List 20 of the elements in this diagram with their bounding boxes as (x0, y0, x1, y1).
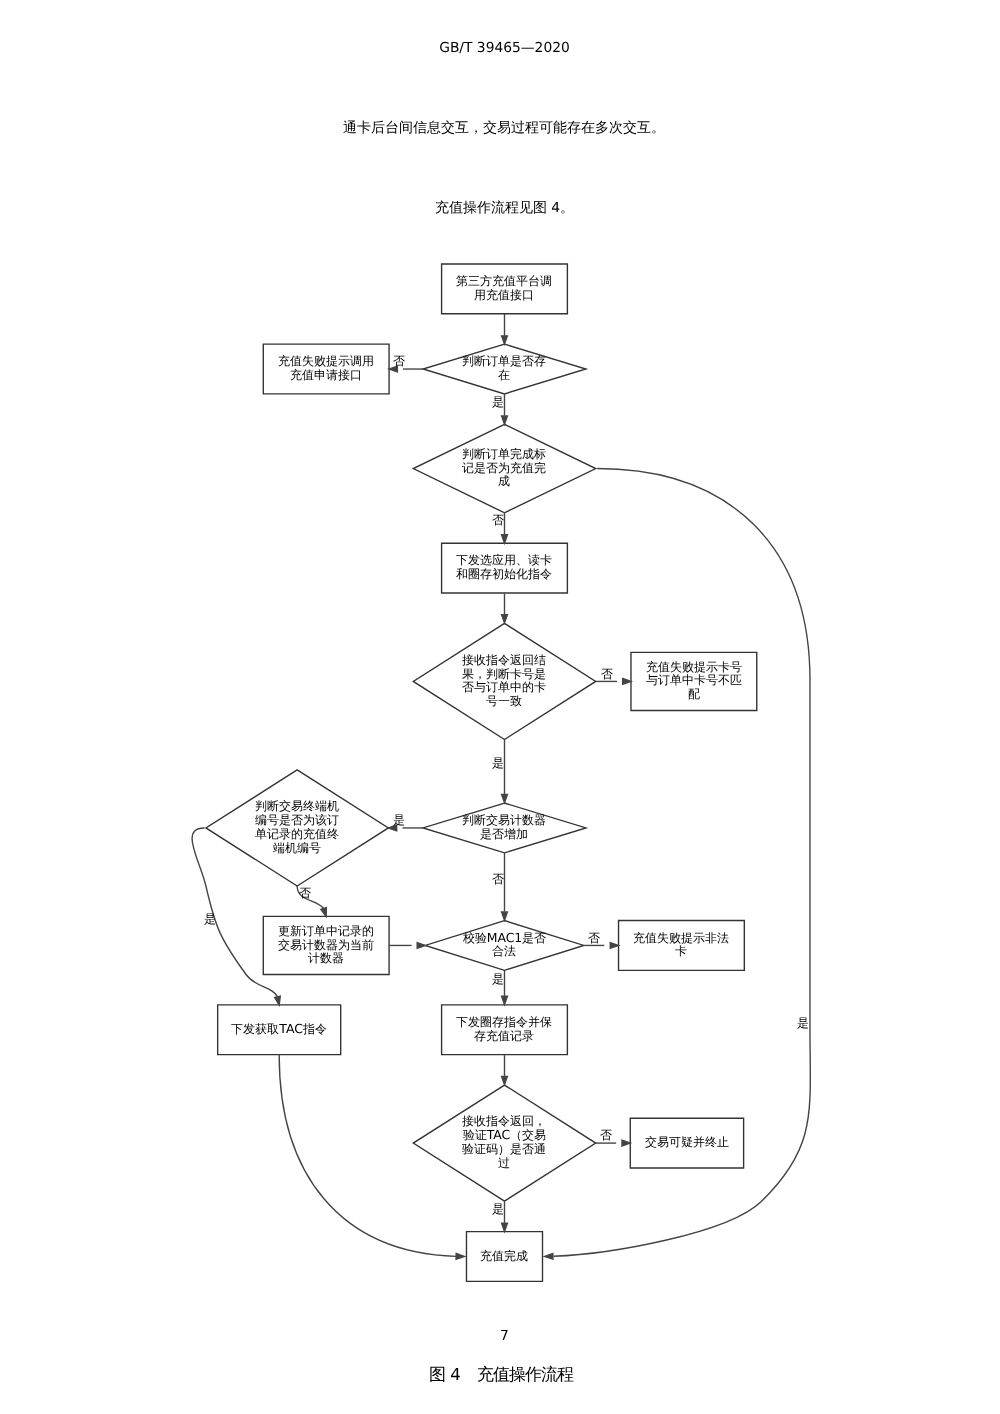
arrow (499, 592, 508, 626)
caption: 图 4 充值操作流程 (428, 1364, 572, 1385)
arrow (295, 885, 327, 919)
arrow (594, 677, 633, 686)
arrow (190, 827, 281, 1007)
arrow (594, 1139, 632, 1147)
arrow (499, 969, 508, 1007)
arrow (499, 738, 508, 805)
arrow (581, 941, 620, 950)
arrow (386, 365, 423, 373)
arrow (387, 941, 427, 950)
arrow (499, 1201, 508, 1234)
arrow (499, 512, 508, 546)
arrow (385, 824, 423, 832)
arrow (499, 852, 508, 923)
arrow (499, 1054, 508, 1087)
arrow (499, 313, 508, 347)
arrow (499, 393, 508, 427)
arrow (277, 1053, 466, 1261)
arrow (541, 467, 811, 1261)
